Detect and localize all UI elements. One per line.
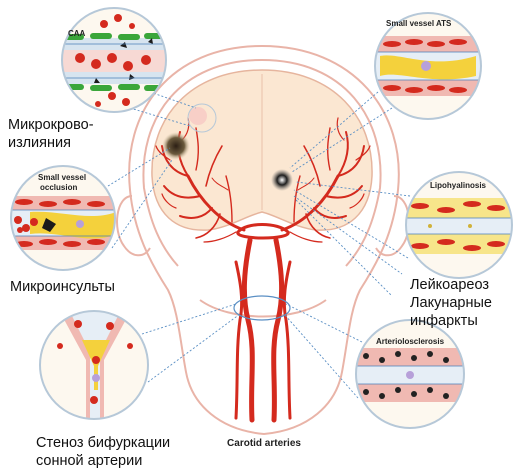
inset-carotid-bifurcation-ring xyxy=(39,310,149,420)
inset-small-vessel-ats-title: Small vessel ATS xyxy=(386,19,452,28)
label-microinfarcts: Микроинсульты xyxy=(10,279,115,295)
label-stenosis-line2: сонной артерии xyxy=(36,453,143,469)
inset-small-vessel-occlusion-ring xyxy=(10,165,116,271)
guide-lines xyxy=(107,91,411,399)
inset-lipohyalinosis-ring xyxy=(405,171,513,279)
carotid-arteries-caption: Carotid arteries xyxy=(227,438,301,449)
inset-arteriolosclerosis-ring xyxy=(355,319,465,429)
label-microbleeds-line2: излияния xyxy=(8,135,71,151)
inset-occlusion-title-2: occlusion xyxy=(40,183,77,192)
inset-caa-ring xyxy=(61,7,167,113)
inset-arteriolosclerosis-title: Arteriolosclerosis xyxy=(376,337,445,346)
label-leukoaraiosis-lacunar: Лейкоареоз Лакунарные инфаркты xyxy=(410,276,492,330)
inset-small-vessel-occlusion xyxy=(11,166,115,270)
head-outline xyxy=(116,44,410,436)
inset-occlusion-title-1: Small vessel xyxy=(38,173,86,182)
label-microbleeds: Микрокрово- излияния xyxy=(8,116,94,152)
inset-carotid-bifurcation xyxy=(40,311,148,419)
inset-caa xyxy=(62,8,166,112)
inset-small-vessel-ats-ring xyxy=(374,12,482,120)
inset-lipohyalinosis xyxy=(406,172,512,278)
inset-arteriolosclerosis xyxy=(356,320,464,428)
bifurcation-highlight xyxy=(233,295,291,321)
inset-lipohyalinosis-title: Lipohyalinosis xyxy=(430,181,487,190)
lacunar-lesion xyxy=(271,169,293,191)
bleed-callout-ring xyxy=(187,103,217,133)
inset-caa-title: CAA xyxy=(68,29,86,38)
microbleed-spot-2 xyxy=(189,107,207,125)
label-leukoaraiosis: Лейкоареоз xyxy=(410,277,489,293)
microbleed-spot xyxy=(162,132,190,160)
label-carotid-stenosis: Стеноз бифуркации сонной артерии xyxy=(36,434,170,470)
label-microbleeds-line1: Микрокрово- xyxy=(8,117,94,133)
label-stenosis-line1: Стеноз бифуркации xyxy=(36,435,171,451)
inset-small-vessel-ats xyxy=(375,13,481,119)
label-lacunar-line1: Лакунарные xyxy=(410,295,492,311)
label-lacunar-line2: инфаркты xyxy=(410,313,478,329)
